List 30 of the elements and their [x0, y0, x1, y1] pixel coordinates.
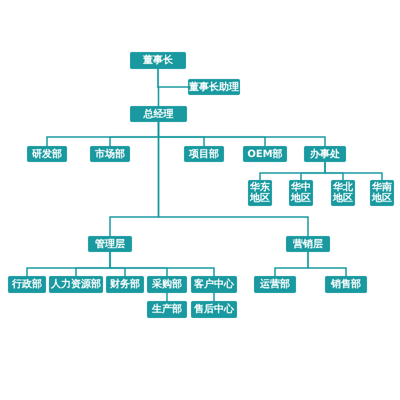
org-box: 生产部 [147, 301, 187, 318]
org-box: 运营部 [254, 276, 296, 293]
org-box: 客户中心 [191, 276, 237, 293]
org-box: 华南地区 [370, 180, 394, 206]
org-box: 财务部 [106, 276, 144, 293]
org-box: 项目部 [184, 146, 224, 162]
org-box: 董事长助理 [188, 79, 240, 95]
org-box: 董事长 [130, 52, 186, 69]
org-box: 华北地区 [331, 180, 355, 206]
connector-line [166, 293, 168, 301]
org-box: 华中地区 [289, 180, 313, 206]
connector-line [109, 252, 215, 276]
org-box: 总经理 [130, 106, 187, 122]
org-box: 销售部 [325, 276, 367, 293]
org-box: 采购部 [147, 276, 187, 293]
org-box: OEM部 [243, 146, 287, 162]
connector-line [307, 252, 347, 276]
org-box: 营销层 [286, 236, 330, 252]
org-box: 办事处 [304, 146, 346, 162]
org-box: 售后中心 [191, 301, 237, 318]
connector-line [157, 69, 160, 106]
connector-line [324, 162, 383, 180]
connector-line [213, 293, 215, 301]
org-box: 市场部 [90, 146, 130, 162]
org-box: 人力资源部 [49, 276, 103, 293]
org-box: 管理层 [88, 236, 132, 252]
org-box: 行政部 [8, 276, 46, 293]
connector-line [158, 122, 309, 236]
org-box: 华东地区 [248, 180, 272, 206]
org-box: 研发部 [27, 146, 67, 162]
